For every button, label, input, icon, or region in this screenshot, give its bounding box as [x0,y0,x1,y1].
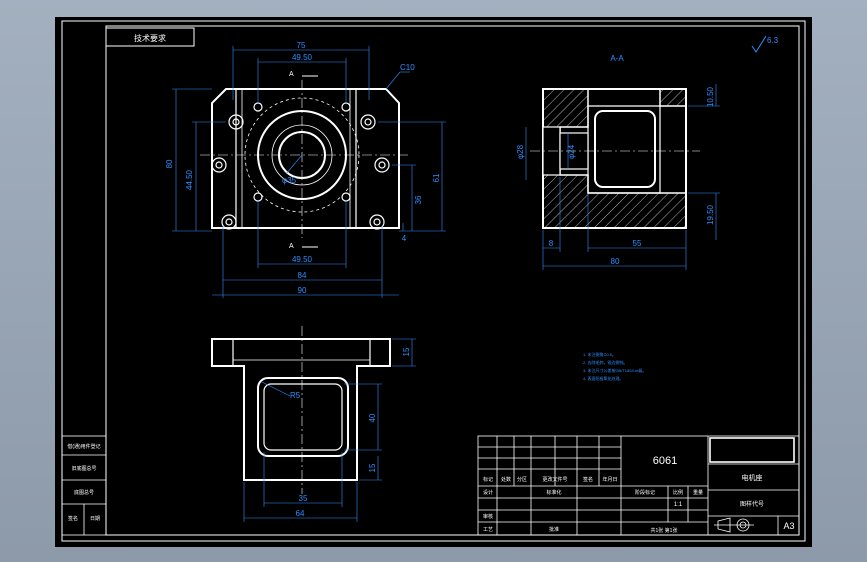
dim-top-inner: 49.50 [292,53,313,62]
outer-frame [61,20,806,542]
header-label-5: 签名 [583,476,593,483]
row-label-review: 审核 [483,513,493,520]
dim-bottom-mid: 84 [298,271,307,280]
top-note-text: 技术要求 [134,33,166,43]
dim-section-top-right: 10.50 [706,86,715,107]
top-note-box [105,27,195,47]
header-label-6: 年月日 [602,476,617,483]
dim-top-bottom-overall: 64 [296,509,305,518]
dim-bottom-overall: 90 [298,286,307,295]
dim-height-right: 61 [432,173,441,182]
dim-section-width: 80 [611,257,620,266]
side-table-row-2: 旧底图总号 [71,465,96,472]
dim-top-overall: 75 [297,41,306,50]
svg-text:4. 表面阳极氧化处理。: 4. 表面阳极氧化处理。 [583,375,623,381]
dim-section-bottom-right: 19.50 [706,204,715,225]
dim-top-right-bottom: 15 [368,463,377,472]
section-dimensions [525,84,720,270]
front-view: A A [200,71,410,250]
title-block [477,435,800,536]
sheet-info: 共1张 第1张 [651,527,678,534]
header-label-1: 标记 [483,476,493,483]
svg-text:6.3: 6.3 [767,36,779,45]
side-table-row-4: 签名 [68,515,78,522]
part-name: 电机座 [742,473,763,482]
dim-height-left-inner: 44.50 [185,169,194,190]
weight-label: 重量 [693,489,703,496]
svg-text:3. 未注尺寸公差按GB/T1804-m级。: 3. 未注尺寸公差按GB/T1804-m级。 [583,367,646,373]
dim-top-right-mid: 40 [368,413,377,422]
sheet-size: A3 [783,521,794,531]
technical-notes: 1. 未注倒角C0.5。 2. 去除毛刺，锐边倒钝。 3. 未注尺寸公差按GB/… [583,351,646,381]
scale-value: 1:1 [674,502,683,508]
dim-bottom-inner: 49.50 [292,255,313,264]
dim-section-bore-inner: φ24 [567,144,576,159]
stage-label: 阶段标记 [635,489,655,496]
header-label-4: 更改文件号 [542,476,567,483]
svg-text:A: A [289,243,294,250]
material-label: 6061 [653,455,677,467]
row-label-approve: 批准 [549,526,559,533]
dim-bore: φ35 [282,176,297,185]
inner-frame [105,25,800,536]
drawing-canvas[interactable] [55,17,812,547]
drawing-number: 图样代号 [740,500,764,508]
front-view-dimensions [172,46,446,298]
section-view [530,88,700,229]
svg-text:1. 未注倒角C0.5。: 1. 未注倒角C0.5。 [583,351,616,357]
svg-text:A: A [289,71,294,78]
svg-text:2. 去除毛刺，锐边倒钝。: 2. 去除毛刺，锐边倒钝。 [583,359,627,365]
row-label-design: 设计 [483,489,493,496]
roughness-symbol: 6.3 [751,35,779,53]
dim-fillet: R5 [290,391,301,400]
row-label-process: 工艺 [483,527,493,533]
scale-label: 比例 [673,489,683,496]
section-title: A-A [610,54,624,63]
dim-top-bottom-inner: 35 [299,494,308,503]
dim-right-tiny: 4 [402,234,407,243]
projection-symbol-icon [714,517,754,533]
header-label-3: 分区 [517,476,527,483]
dim-section-bore-outer: φ28 [516,144,525,159]
side-table-row-3: 底图总号 [74,489,94,496]
row-label-std: 标准化 [546,489,561,496]
dim-top-right-top: 15 [402,347,411,356]
side-table-row-5: 日期 [90,516,100,522]
dim-chamfer: C10 [400,63,415,72]
side-table-row-1: 借(通)用件登记 [67,443,100,450]
dim-height-left: 80 [165,159,174,168]
dim-section-left: 8 [549,239,554,248]
side-table [61,435,107,536]
header-label-2: 处数 [501,476,511,483]
dim-section-inner: 55 [633,239,642,248]
top-view-dimensions [243,338,416,522]
top-view [211,326,391,494]
dim-right-small: 36 [414,195,423,204]
